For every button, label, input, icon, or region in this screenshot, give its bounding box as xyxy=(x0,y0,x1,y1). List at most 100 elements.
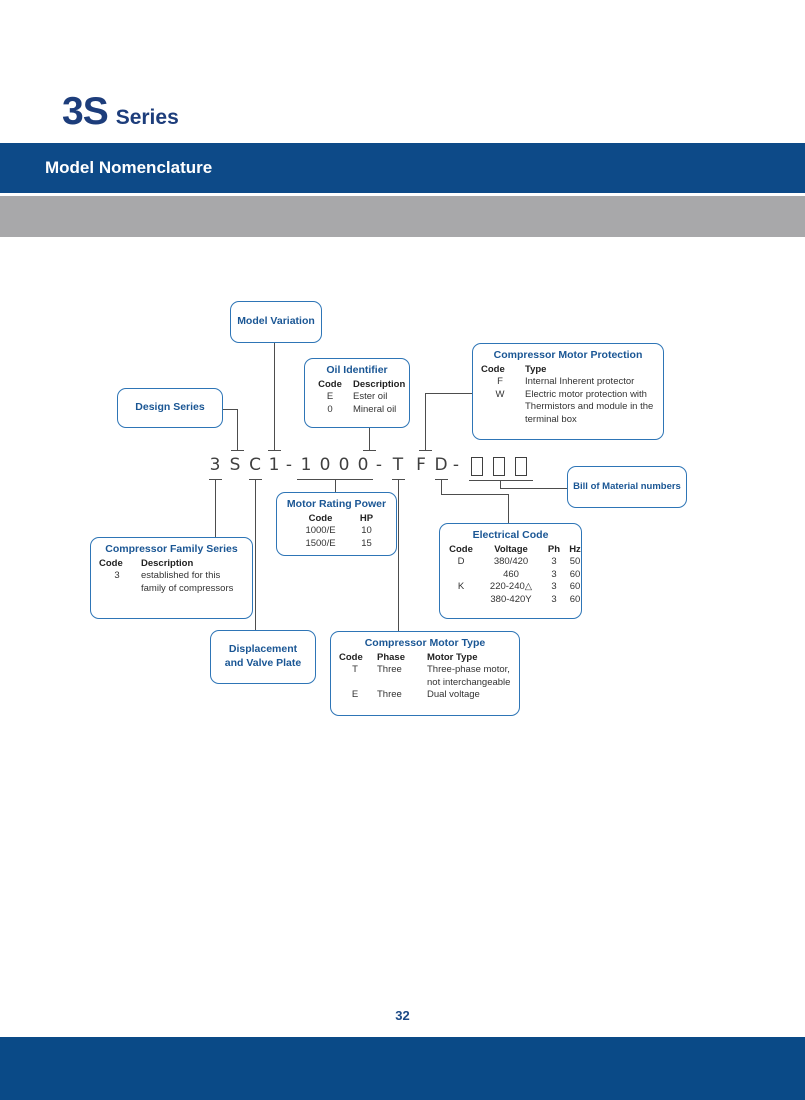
callout-model-variation: Model Variation xyxy=(230,301,322,343)
column-header: Description xyxy=(353,378,406,390)
table-cell: E xyxy=(326,391,334,403)
table-cell: Ester oil xyxy=(353,391,388,403)
model-code-char: 0 xyxy=(319,455,331,475)
callout-electrical-code: Electrical Code Code Voltage Ph Hz D 380… xyxy=(439,523,582,619)
table-cell: 0 xyxy=(327,403,333,415)
callout-title: Oil Identifier xyxy=(326,364,388,376)
column-header: HP xyxy=(359,512,374,524)
model-code-char: F xyxy=(416,455,426,475)
table-cell: Three xyxy=(377,689,402,701)
table-cell: 50 xyxy=(569,556,581,568)
model-code-char: C xyxy=(249,455,261,475)
callout-title: Compressor Motor Type xyxy=(364,637,486,649)
table-cell: 3 xyxy=(551,581,557,593)
table-cell: E xyxy=(351,689,359,701)
table-cell: Mineral oil xyxy=(353,403,397,415)
series-suffix: Series xyxy=(115,106,179,129)
model-code-char: - xyxy=(452,455,460,475)
table-cell: Internal Inherent protector xyxy=(525,376,635,388)
table-cell: 460 xyxy=(503,568,519,580)
callout-compressor-family-series: Compressor Family Series Code Descriptio… xyxy=(90,537,253,619)
table-cell: 380-420Y xyxy=(490,593,532,605)
callout-label: Displacement xyxy=(228,643,298,656)
column-header: Motor Type xyxy=(427,651,478,663)
callout-label: Design Series xyxy=(135,401,205,414)
connector-line xyxy=(335,479,336,492)
table-cell: established for this family of compresso… xyxy=(141,570,234,594)
bill-of-material-placeholder xyxy=(493,457,505,476)
table-cell: Three xyxy=(377,664,402,676)
table-cell: 3 xyxy=(551,556,557,568)
column-header: Description xyxy=(141,557,194,569)
column-header: Code xyxy=(99,557,123,569)
table-cell xyxy=(447,594,475,607)
table-cell: 3 xyxy=(551,568,557,580)
table-cell: 3 xyxy=(551,593,557,605)
table-cell: K xyxy=(457,581,465,593)
connector-line xyxy=(441,479,442,495)
callout-displacement-valve-plate: Displacement and Valve Plate xyxy=(210,630,316,684)
table-cell: 10 xyxy=(361,525,372,537)
callout-oil-identifier: Oil Identifier Code Description E Ester … xyxy=(304,358,410,428)
page-title: 3S Series xyxy=(62,90,179,134)
connector-line xyxy=(500,488,567,489)
model-code-char: - xyxy=(375,455,383,475)
connector-line xyxy=(215,479,216,537)
connector-line xyxy=(274,343,275,451)
column-header: Voltage xyxy=(494,543,528,555)
callout-title: Compressor Motor Protection xyxy=(493,349,643,361)
bill-of-material-placeholder xyxy=(471,457,483,476)
model-code-char: 1 xyxy=(300,455,312,475)
table-cell: F xyxy=(497,376,503,388)
model-code-char: 0 xyxy=(357,455,369,475)
table-cell: W xyxy=(495,388,505,400)
callout-design-series: Design Series xyxy=(117,388,223,428)
connector-line xyxy=(268,450,281,451)
connector-line xyxy=(425,393,426,451)
model-code-char: 3 xyxy=(209,455,221,475)
connector-line xyxy=(441,494,509,495)
table-cell: Electric motor protection with Thermisto… xyxy=(525,388,654,425)
connector-line xyxy=(231,450,244,451)
series-name: 3S xyxy=(62,90,109,133)
connector-line xyxy=(419,450,432,451)
table-cell: 15 xyxy=(361,537,372,549)
model-code-char: T xyxy=(392,455,404,475)
table-cell: Three-phase motor, not interchangeable xyxy=(427,664,511,688)
column-header: Code xyxy=(308,512,333,524)
table-cell: D xyxy=(457,556,465,568)
callout-title: Electrical Code xyxy=(472,529,549,541)
column-header: Phase xyxy=(377,651,405,663)
callout-label: Bill of Material numbers xyxy=(573,480,681,492)
table-cell: 1500/E xyxy=(305,537,336,549)
table-cell: 60 xyxy=(569,568,581,580)
table-cell: 60 xyxy=(569,593,581,605)
column-header: Hz xyxy=(569,543,581,555)
connector-line xyxy=(469,480,533,481)
connector-line xyxy=(500,480,501,489)
column-header: Ph xyxy=(547,543,561,555)
table-cell: 1000/E xyxy=(305,525,336,537)
connector-line xyxy=(508,494,509,523)
section-title: Model Nomenclature xyxy=(45,158,213,177)
connector-line xyxy=(398,479,399,631)
connector-line xyxy=(363,450,376,451)
callout-motor-rating-power: Motor Rating Power Code HP 1000/E 10 150… xyxy=(276,492,397,556)
column-header: Code xyxy=(339,651,363,663)
callout-title: Motor Rating Power xyxy=(286,498,387,510)
model-code-char: D xyxy=(434,455,448,475)
column-header: Code xyxy=(481,363,505,375)
model-code-char: 1 xyxy=(268,455,280,475)
table-cell xyxy=(447,569,475,582)
footer-bar xyxy=(0,1037,805,1100)
column-header: Type xyxy=(525,363,547,375)
callout-title: Compressor Family Series xyxy=(105,543,238,555)
table-cell: T xyxy=(352,664,358,676)
callout-bill-of-material: Bill of Material numbers xyxy=(567,466,687,508)
connector-line xyxy=(223,409,238,410)
gray-band xyxy=(0,196,805,237)
table-cell: Dual voltage xyxy=(427,689,480,701)
table-cell: 380/420 xyxy=(493,556,529,568)
connector-line xyxy=(369,428,370,451)
